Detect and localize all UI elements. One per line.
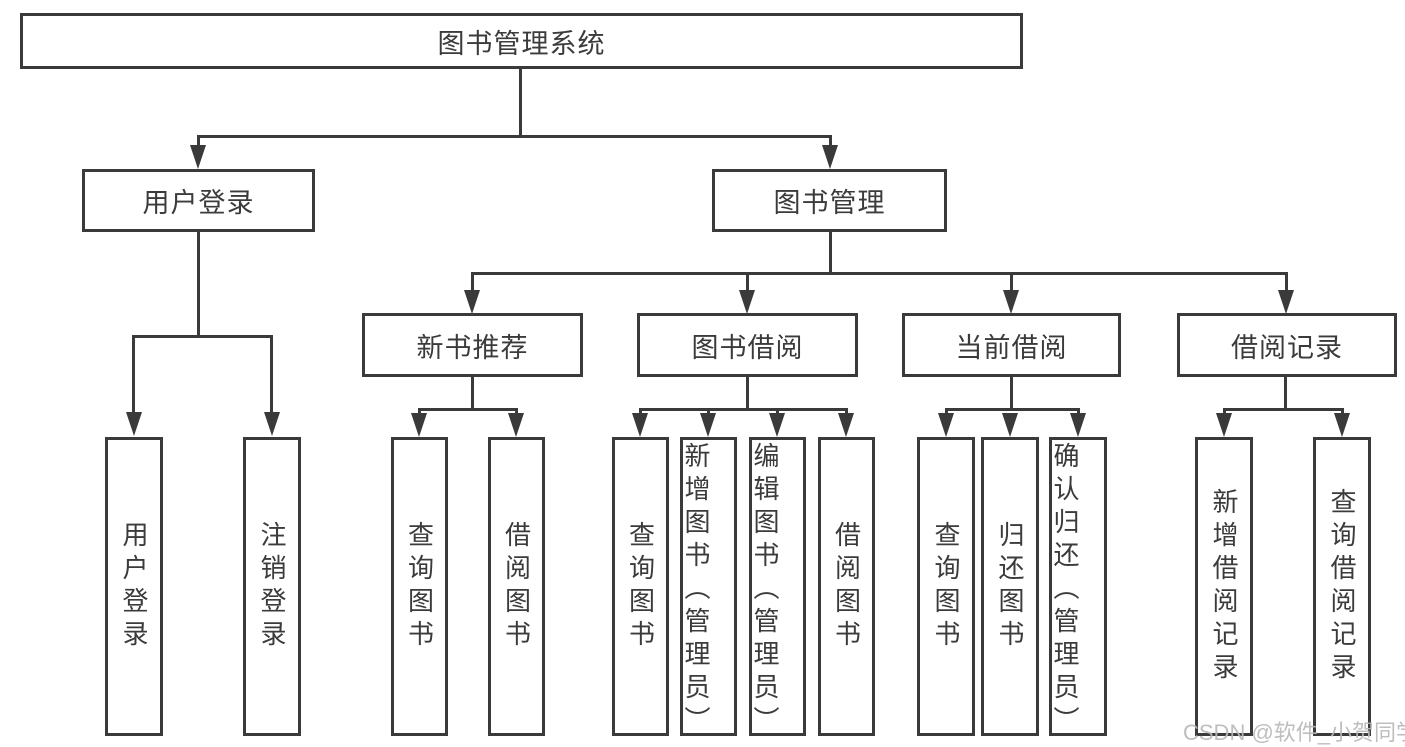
arrowhead-down-icon	[1070, 413, 1086, 437]
leaf-borrow-book-recommend-label: 借阅图书	[501, 520, 532, 653]
leaf-borrow-book-label: 借阅图书	[831, 520, 862, 653]
arrowhead-down-icon	[1003, 290, 1019, 314]
arrowhead-down-icon	[1278, 290, 1294, 314]
node-borrowing-records-label: 借阅记录	[1231, 332, 1343, 363]
connector-line	[707, 408, 710, 416]
leaf-borrow-book-recommend: 借阅图书	[488, 437, 545, 736]
node-user-login-label: 用户登录	[142, 188, 255, 218]
connector-line	[132, 335, 273, 338]
connector-line	[945, 408, 1080, 411]
leaf-add-borrow-record: 新增借阅记录	[1195, 437, 1253, 736]
leaf-return-book-label: 归还图书	[995, 520, 1025, 653]
connector-line	[1010, 272, 1013, 292]
node-new-book-recommend: 新书推荐	[362, 313, 583, 377]
connector-line	[776, 408, 779, 416]
connector-line	[845, 408, 848, 416]
arrowhead-down-icon	[1002, 413, 1018, 437]
leaf-add-borrow-record-label: 新增借阅记录	[1209, 487, 1239, 686]
arrowhead-down-icon	[264, 412, 280, 436]
csdn-watermark: CSDN @软件_小贺同学	[1183, 720, 1405, 745]
node-book-management-label: 图书管理	[773, 188, 886, 218]
leaf-add-book-admin-label: 新增图书（管理员）	[681, 441, 711, 739]
connector-line	[471, 377, 474, 411]
leaf-query-book-current-label: 查询图书	[931, 520, 961, 653]
arrowhead-down-icon	[739, 290, 755, 314]
leaf-query-borrow-record: 查询借阅记录	[1313, 437, 1371, 736]
connector-line	[1284, 377, 1287, 411]
connector-line	[471, 272, 474, 292]
connector-line	[829, 135, 832, 149]
leaf-confirm-return-admin-label: 确认归还（管理员）	[1050, 441, 1080, 739]
connector-line	[418, 408, 518, 411]
connector-line	[270, 335, 273, 415]
node-borrowing-records: 借阅记录	[1177, 313, 1397, 377]
leaf-logout: 注销登录	[243, 437, 301, 736]
connector-line	[1341, 408, 1344, 416]
connector-line	[1223, 408, 1344, 411]
connector-line	[1285, 272, 1288, 292]
leaf-borrow-book: 借阅图书	[818, 437, 875, 736]
leaf-query-borrow-record-label: 查询借阅记录	[1327, 487, 1357, 686]
leaf-user-login-label: 用户登录	[119, 520, 149, 653]
leaf-return-book: 归还图书	[981, 437, 1039, 736]
node-book-borrowing: 图书借阅	[637, 313, 858, 377]
node-book-management: 图书管理	[712, 169, 947, 232]
leaf-edit-book-admin: 编辑图书（管理员）	[749, 437, 806, 739]
leaf-confirm-return-admin: 确认归还（管理员）	[1049, 437, 1107, 739]
node-current-borrowing: 当前借阅	[902, 313, 1121, 377]
node-current-borrowing-label: 当前借阅	[955, 332, 1068, 363]
connector-line	[418, 408, 421, 416]
arrowhead-down-icon	[822, 145, 838, 169]
leaf-add-book-admin: 新增图书（管理员）	[680, 437, 737, 739]
node-user-login: 用户登录	[82, 169, 315, 232]
arrowhead-down-icon	[1216, 413, 1232, 437]
connector-line	[197, 232, 200, 338]
arrowhead-down-icon	[1334, 413, 1350, 437]
connector-line	[1010, 377, 1013, 411]
leaf-logout-label: 注销登录	[257, 520, 287, 653]
connector-line	[945, 408, 948, 416]
arrowhead-down-icon	[632, 413, 648, 437]
connector-line	[197, 135, 200, 149]
connector-line	[639, 408, 642, 416]
leaf-query-book-recommend: 查询图书	[391, 437, 448, 736]
connector-line	[197, 135, 832, 138]
arrowhead-down-icon	[769, 413, 785, 437]
arrowhead-down-icon	[938, 413, 954, 437]
connector-line	[1223, 408, 1226, 416]
node-root-system: 图书管理系统	[20, 13, 1023, 69]
connector-line	[471, 272, 1288, 275]
node-new-book-recommend-label: 新书推荐	[416, 332, 529, 363]
node-root-system-label: 图书管理系统	[437, 28, 606, 59]
arrowhead-down-icon	[838, 413, 854, 437]
arrowhead-down-icon	[508, 413, 524, 437]
leaf-query-book-borrowing-label: 查询图书	[625, 520, 656, 653]
leaf-query-book-borrowing: 查询图书	[612, 437, 669, 736]
connector-line	[132, 335, 135, 415]
arrowhead-down-icon	[126, 412, 142, 436]
arrowhead-down-icon	[411, 413, 427, 437]
leaf-user-login: 用户登录	[105, 437, 163, 736]
connector-line	[829, 232, 832, 275]
leaf-query-book-current: 查询图书	[917, 437, 975, 736]
connector-line	[639, 408, 848, 411]
connector-line	[519, 69, 522, 136]
arrowhead-down-icon	[190, 145, 206, 169]
connector-line	[746, 272, 749, 292]
arrowhead-down-icon	[464, 290, 480, 314]
node-book-borrowing-label: 图书借阅	[691, 332, 804, 363]
arrowhead-down-icon	[700, 413, 716, 437]
connector-line	[746, 377, 749, 411]
connector-line	[1077, 408, 1080, 416]
leaf-query-book-recommend-label: 查询图书	[404, 520, 435, 653]
leaf-edit-book-admin-label: 编辑图书（管理员）	[750, 441, 780, 739]
connector-line	[515, 408, 518, 416]
